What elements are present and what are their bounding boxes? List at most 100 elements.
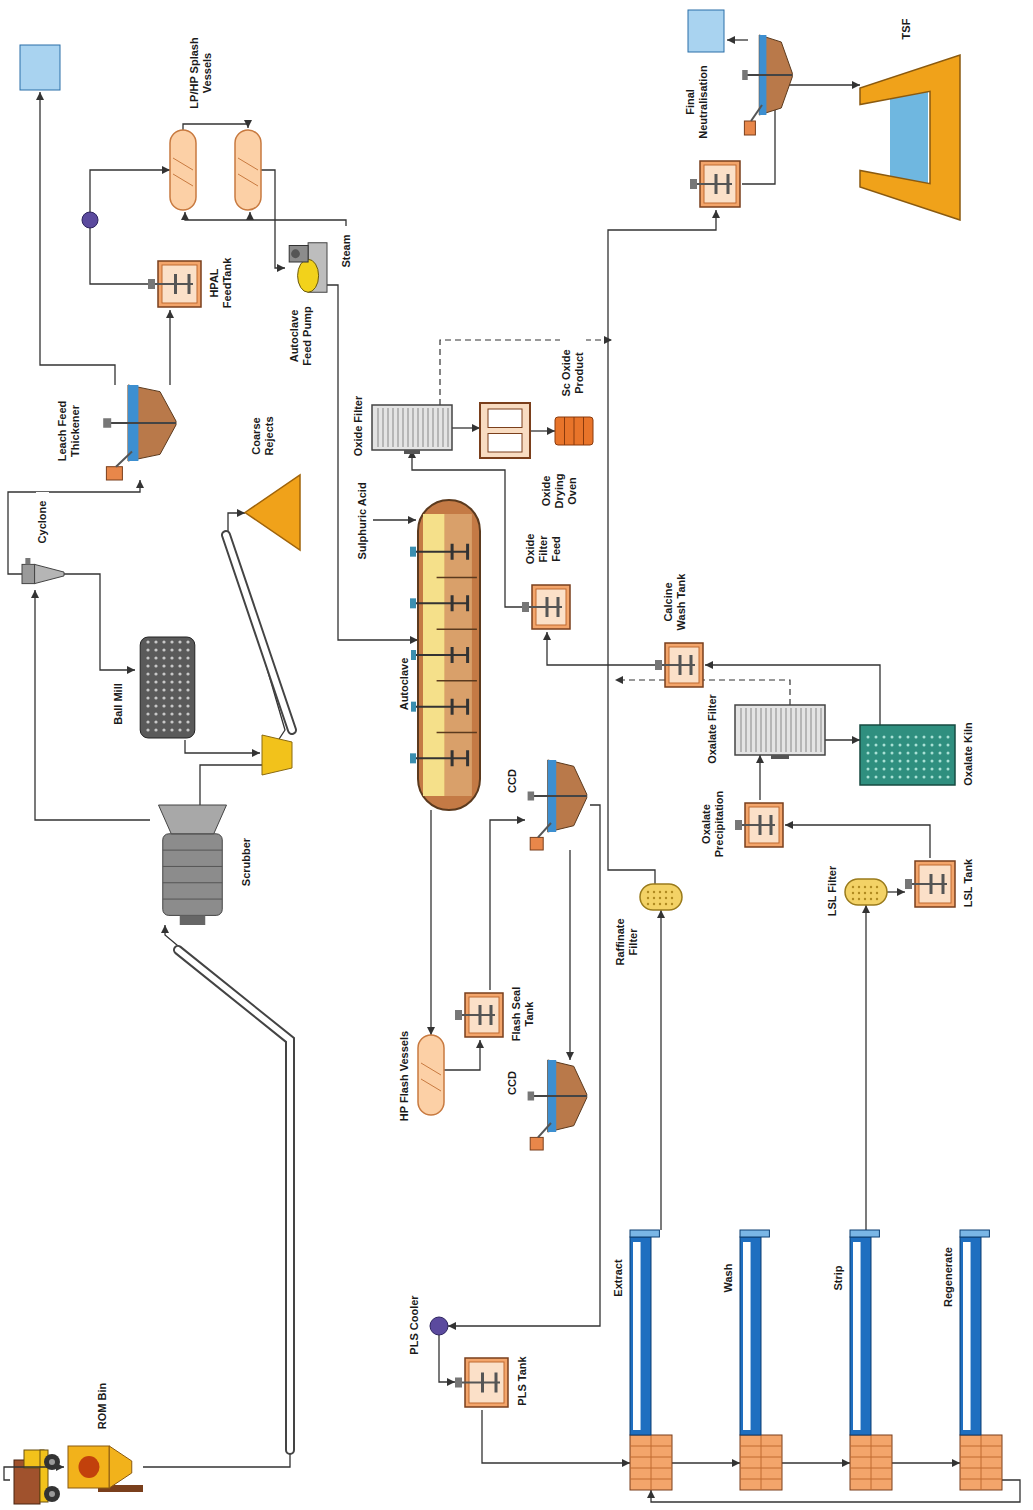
equipment-tank: Final Neutralisation (690, 158, 742, 210)
process-stream (327, 285, 418, 640)
equipment-symbol (751, 708, 752, 752)
equipment-symbol (437, 680, 477, 682)
equipment-symbol (170, 680, 173, 683)
equipment-symbol (891, 752, 894, 755)
process-stream (439, 1335, 455, 1382)
equipment-symbol (875, 752, 878, 755)
equipment-symbol (186, 672, 189, 675)
equipment-symbol (860, 725, 955, 785)
equipment-symbol (915, 768, 918, 771)
equipment-tank: Calcine Wash Tank (655, 640, 705, 690)
equipment-symbol (238, 158, 258, 170)
equipment-symbol (480, 1005, 491, 1025)
haul-truck (49, 1459, 55, 1465)
equipment-label: PLS Cooler (408, 1286, 421, 1364)
process-stream (887, 891, 905, 892)
equipment-cyc: Cyclone (22, 558, 64, 590)
equipment-symbol (630, 1237, 651, 1435)
equipment-symbol (801, 708, 802, 752)
equipment-symbol (671, 903, 673, 905)
heater (82, 212, 98, 228)
equipment-symbol (178, 696, 181, 699)
equipment-symbol (180, 915, 206, 925)
equipment-symbol (154, 680, 157, 683)
equipment-tank: PLS Tank (455, 1355, 510, 1410)
equipment-tank: LSL Tank (905, 858, 957, 910)
equipment-symbol (852, 886, 854, 888)
equipment-symbol (640, 884, 682, 910)
equipment-symbol (899, 752, 902, 755)
equipment-symbol (871, 1435, 872, 1490)
equipment-symbol (630, 1435, 672, 1490)
equipment-symbol (150, 805, 235, 925)
equipment-symbol (146, 672, 149, 675)
equipment-symbol (781, 708, 782, 752)
equipment-pile: Coarse Rejects (245, 475, 300, 550)
equipment-symbol (860, 55, 960, 220)
equipment-symbol (480, 403, 530, 458)
equipment-symbol (162, 720, 165, 723)
equipment-circle: PLS Cooler (430, 1317, 448, 1335)
equipment-symbol (766, 708, 767, 752)
haul-truck (44, 1486, 60, 1502)
equipment-symbol (743, 1242, 751, 1430)
conveyor-belt (226, 535, 292, 730)
process-stream (430, 810, 431, 1035)
equipment-symbol (883, 752, 886, 755)
equipment-symbol (178, 648, 181, 651)
equipment-symbol (178, 728, 181, 731)
process-stream (672, 1462, 740, 1463)
equipment-symbol (25, 558, 30, 564)
equipment-symbol (452, 595, 468, 611)
equipment-symbol (154, 648, 157, 651)
equipment-symbol (915, 736, 918, 739)
equipment-symbol (852, 892, 854, 894)
equipment-symbol (522, 582, 572, 632)
equipment-symbol (915, 776, 918, 779)
equipment-symbol (186, 720, 189, 723)
equipment-symbol (154, 672, 157, 675)
equipment-symbol (746, 708, 747, 752)
equipment-symbol (154, 640, 157, 643)
equipment-symbol (858, 886, 860, 888)
equipment-symbol (480, 403, 530, 458)
acid-line (373, 519, 416, 520)
equipment-symbol (761, 1435, 762, 1490)
steam-line (185, 212, 346, 226)
equipment-label: CCD (506, 1066, 519, 1100)
neutralisation-thickener (742, 70, 748, 80)
equipment-symbol (245, 475, 300, 550)
equipment-symbol (876, 886, 878, 888)
equipment-scrub: Scrubber (150, 805, 235, 925)
equipment-symbol (680, 655, 691, 675)
equipment-label: TSF (900, 10, 913, 48)
equipment-symbol (740, 1435, 782, 1490)
equipment-symbol (414, 757, 469, 759)
equipment-symbol (538, 823, 551, 837)
equipment-symbol (939, 752, 942, 755)
equipment-symbol (116, 452, 132, 467)
equipment-symbol (178, 704, 181, 707)
equipment-symbol (665, 903, 667, 905)
equipment-symbol (915, 752, 918, 755)
equipment-symbol (850, 1435, 892, 1490)
equipment-symbol (22, 558, 64, 590)
equipment-symbol (146, 664, 149, 667)
equipment-symbol (163, 850, 223, 851)
equipment-symbol (864, 898, 866, 900)
equipment-kiln: Oxalate Kiln (860, 725, 955, 785)
equipment-symbol (455, 1355, 510, 1410)
equipment-symbol (931, 776, 934, 779)
process-stream (482, 1410, 630, 1463)
equipment-symbol (630, 1230, 672, 1490)
equipment-symbol (455, 1378, 462, 1388)
equipment-symbol (146, 712, 149, 715)
equipment-symbol (899, 776, 902, 779)
equipment-symbol (786, 708, 787, 752)
equipment-symbol (960, 1237, 981, 1435)
process-stream (782, 1462, 850, 1463)
equipment-symbol (298, 259, 319, 292)
equipment-label: Regenerate (942, 1234, 955, 1320)
equipment-symbol (939, 760, 942, 763)
equipment-tank: HPAL FeedTank (148, 258, 203, 310)
